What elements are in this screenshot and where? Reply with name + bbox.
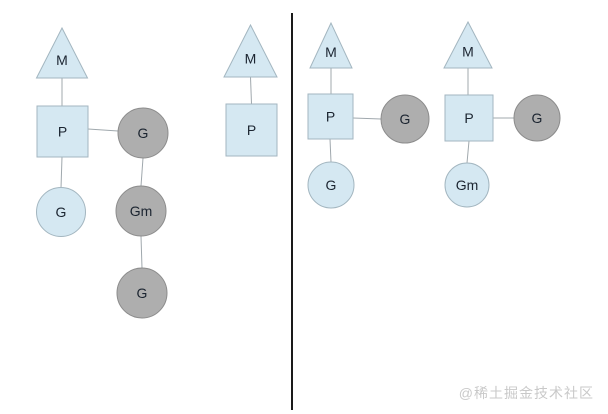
node-label-group2-triangle-m: M xyxy=(245,50,257,66)
node-group3-square-p xyxy=(307,93,354,140)
node-group4-circle-gm-blue xyxy=(444,162,490,208)
edge-g1-gm-g2 xyxy=(140,235,143,269)
node-label-group1-triangle-m: M xyxy=(56,52,68,68)
node-group4-triangle-m xyxy=(443,20,493,69)
edge-g1-g-gm xyxy=(140,157,144,187)
node-group1-square-p xyxy=(36,105,89,158)
node-label-group3-circle-g-gray: G xyxy=(400,111,411,127)
edge-g3-p-g xyxy=(352,117,382,120)
edge-g2-m-p xyxy=(250,76,252,105)
edge-g3-p-gblue xyxy=(329,138,332,163)
node-group3-triangle-m xyxy=(309,21,353,69)
node-group3-circle-g-blue xyxy=(307,161,355,209)
watermark: @稀土掘金技术社区 xyxy=(458,385,594,401)
node-group1-circle-gm-gray xyxy=(115,185,167,237)
node-label-group3-triangle-m: M xyxy=(325,44,337,60)
node-label-group1-circle-g-blue: G xyxy=(56,204,67,220)
edge-g1-p-g xyxy=(87,128,119,132)
node-label-group4-square-p: P xyxy=(464,110,473,126)
node-group1-circle-g2-gray xyxy=(116,267,168,319)
node-group4-circle-g-gray xyxy=(513,94,561,142)
node-group1-circle-g-blue xyxy=(36,187,86,237)
node-label-group4-circle-g-gray: G xyxy=(532,110,543,126)
node-label-group3-circle-g-blue: G xyxy=(326,177,337,193)
node-label-group4-circle-gm-blue: Gm xyxy=(456,177,479,193)
node-label-group1-circle-g-gray: G xyxy=(138,125,149,141)
node-label-group1-circle-g2-gray: G xyxy=(137,285,148,301)
node-label-group1-square-p: P xyxy=(58,124,67,140)
node-group1-circle-g-gray xyxy=(117,107,169,159)
node-group2-triangle-m xyxy=(223,23,278,78)
edge-g4-p-gm xyxy=(466,140,470,164)
node-label-group1-circle-gm-gray: Gm xyxy=(130,203,153,219)
node-group3-circle-g-gray xyxy=(380,94,430,144)
node-group4-square-p xyxy=(444,94,494,142)
node-label-group4-triangle-m: M xyxy=(462,43,474,59)
node-group1-triangle-m xyxy=(35,26,89,79)
edge-g1-p-gblue xyxy=(60,156,63,189)
node-label-group2-square-p: P xyxy=(247,122,256,138)
node-group2-square-p xyxy=(225,103,278,157)
node-label-group3-square-p: P xyxy=(326,109,335,125)
